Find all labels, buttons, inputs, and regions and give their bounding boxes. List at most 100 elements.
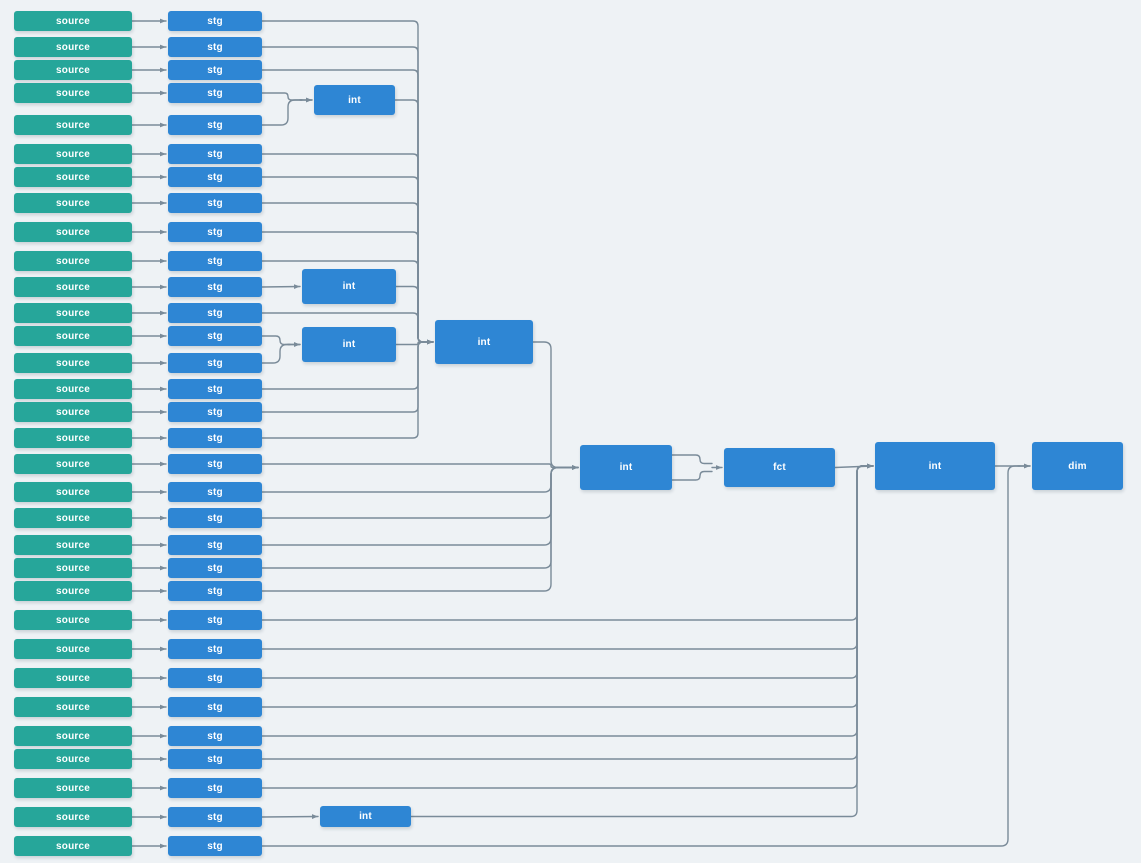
- node-stg13[interactable]: stg: [168, 326, 262, 346]
- node-stg17[interactable]: stg: [168, 428, 262, 448]
- node-src14[interactable]: source: [14, 353, 132, 373]
- node-src13[interactable]: source: [14, 326, 132, 346]
- node-src17[interactable]: source: [14, 428, 132, 448]
- node-src7[interactable]: source: [14, 167, 132, 187]
- node-src9[interactable]: source: [14, 222, 132, 242]
- node-stg30[interactable]: stg: [168, 778, 262, 798]
- node-src24[interactable]: source: [14, 610, 132, 630]
- node-stg26[interactable]: stg: [168, 668, 262, 688]
- node-stg19[interactable]: stg: [168, 482, 262, 502]
- node-label: stg: [207, 406, 223, 418]
- node-src1[interactable]: source: [14, 11, 132, 31]
- node-stg22[interactable]: stg: [168, 558, 262, 578]
- node-label: source: [56, 64, 90, 76]
- node-src6[interactable]: source: [14, 144, 132, 164]
- node-stg9[interactable]: stg: [168, 222, 262, 242]
- node-label: stg: [207, 281, 223, 293]
- node-label: source: [56, 614, 90, 626]
- node-src28[interactable]: source: [14, 726, 132, 746]
- node-fct1[interactable]: fct: [724, 448, 835, 487]
- node-stg31[interactable]: stg: [168, 807, 262, 827]
- node-label: source: [56, 701, 90, 713]
- node-label: source: [56, 753, 90, 765]
- node-stg12[interactable]: stg: [168, 303, 262, 323]
- node-label: stg: [207, 539, 223, 551]
- node-src10[interactable]: source: [14, 251, 132, 271]
- node-label: source: [56, 119, 90, 131]
- node-stg20[interactable]: stg: [168, 508, 262, 528]
- node-label: stg: [207, 562, 223, 574]
- node-src23[interactable]: source: [14, 581, 132, 601]
- node-label: source: [56, 357, 90, 369]
- node-src20[interactable]: source: [14, 508, 132, 528]
- node-src4[interactable]: source: [14, 83, 132, 103]
- node-label: stg: [207, 840, 223, 852]
- node-stg2[interactable]: stg: [168, 37, 262, 57]
- node-src32[interactable]: source: [14, 836, 132, 856]
- node-label: source: [56, 730, 90, 742]
- node-src2[interactable]: source: [14, 37, 132, 57]
- node-label: source: [56, 41, 90, 53]
- node-src3[interactable]: source: [14, 60, 132, 80]
- node-stg7[interactable]: stg: [168, 167, 262, 187]
- node-int3[interactable]: int: [302, 327, 396, 362]
- node-label: stg: [207, 255, 223, 267]
- edge-stg25-to-int6: [261, 465, 864, 650]
- node-src15[interactable]: source: [14, 379, 132, 399]
- node-src21[interactable]: source: [14, 535, 132, 555]
- node-label: int: [619, 462, 633, 473]
- node-src11[interactable]: source: [14, 277, 132, 297]
- node-src29[interactable]: source: [14, 749, 132, 769]
- node-stg25[interactable]: stg: [168, 639, 262, 659]
- node-stg16[interactable]: stg: [168, 402, 262, 422]
- node-stg18[interactable]: stg: [168, 454, 262, 474]
- node-label: stg: [207, 226, 223, 238]
- node-src31[interactable]: source: [14, 807, 132, 827]
- node-stg15[interactable]: stg: [168, 379, 262, 399]
- node-src26[interactable]: source: [14, 668, 132, 688]
- node-stg4[interactable]: stg: [168, 83, 262, 103]
- node-stg23[interactable]: stg: [168, 581, 262, 601]
- node-label: stg: [207, 330, 223, 342]
- edge-stg21-to-int5: [261, 466, 569, 546]
- node-src8[interactable]: source: [14, 193, 132, 213]
- node-src27[interactable]: source: [14, 697, 132, 717]
- node-stg24[interactable]: stg: [168, 610, 262, 630]
- node-stg6[interactable]: stg: [168, 144, 262, 164]
- node-stg14[interactable]: stg: [168, 353, 262, 373]
- node-int4[interactable]: int: [435, 320, 533, 364]
- node-src5[interactable]: source: [14, 115, 132, 135]
- node-int1[interactable]: int: [314, 85, 395, 115]
- node-src19[interactable]: source: [14, 482, 132, 502]
- node-stg29[interactable]: stg: [168, 749, 262, 769]
- node-stg27[interactable]: stg: [168, 697, 262, 717]
- node-src30[interactable]: source: [14, 778, 132, 798]
- node-stg8[interactable]: stg: [168, 193, 262, 213]
- node-label: source: [56, 539, 90, 551]
- node-stg10[interactable]: stg: [168, 251, 262, 271]
- node-stg21[interactable]: stg: [168, 535, 262, 555]
- node-src18[interactable]: source: [14, 454, 132, 474]
- node-label: stg: [207, 782, 223, 794]
- node-stg3[interactable]: stg: [168, 60, 262, 80]
- node-int7[interactable]: int: [320, 806, 411, 827]
- node-src16[interactable]: source: [14, 402, 132, 422]
- edge-stg29-to-int6: [261, 465, 864, 760]
- node-src25[interactable]: source: [14, 639, 132, 659]
- node-stg5[interactable]: stg: [168, 115, 262, 135]
- node-int6[interactable]: int: [875, 442, 995, 490]
- node-stg32[interactable]: stg: [168, 836, 262, 856]
- node-label: stg: [207, 148, 223, 160]
- node-stg28[interactable]: stg: [168, 726, 262, 746]
- node-int5[interactable]: int: [580, 445, 672, 490]
- node-int2[interactable]: int: [302, 269, 396, 304]
- node-src12[interactable]: source: [14, 303, 132, 323]
- node-label: source: [56, 281, 90, 293]
- node-stg11[interactable]: stg: [168, 277, 262, 297]
- node-src22[interactable]: source: [14, 558, 132, 578]
- node-label: stg: [207, 15, 223, 27]
- node-stg1[interactable]: stg: [168, 11, 262, 31]
- node-label: stg: [207, 730, 223, 742]
- node-dim1[interactable]: dim: [1032, 442, 1123, 490]
